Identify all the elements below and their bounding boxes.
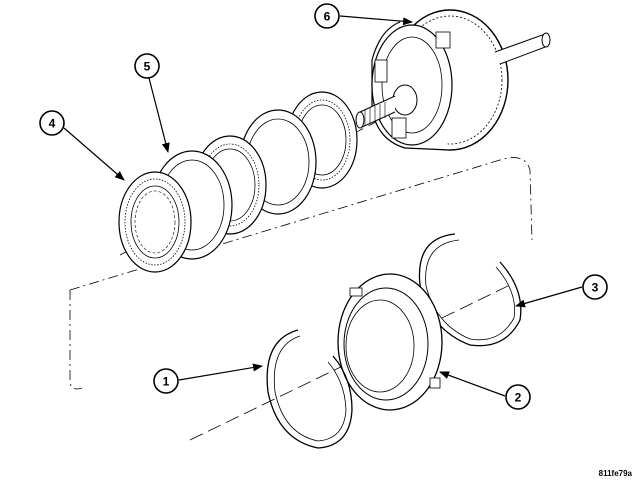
leader-5 [148,77,170,153]
callout-1-label: 1 [163,375,170,389]
figure-code: 811fe79a [599,469,633,478]
clutch-plate-stack [118,91,358,273]
callout-5-label: 5 [144,60,151,74]
callout-6: 6 [314,3,340,29]
clutch-drum-assembly [355,9,551,151]
leader-3 [515,286,583,308]
callout-2: 2 [505,384,531,410]
leader-6 [339,15,413,26]
snap-ring-small [266,329,353,449]
callout-3-label: 3 [592,281,599,295]
callout-5: 5 [134,53,160,79]
leader-4 [63,127,125,181]
callout-3: 3 [582,274,608,300]
leader-2 [439,371,506,397]
callout-4-label: 4 [49,117,56,131]
callout-1: 1 [153,368,179,394]
callout-4: 4 [39,110,65,136]
phantom-bracket [69,157,533,390]
callout-2-label: 2 [515,391,522,405]
callout-6-label: 6 [324,10,331,24]
reaction-plate [337,273,443,411]
leader-1 [178,363,263,381]
leader-lines [63,15,583,397]
